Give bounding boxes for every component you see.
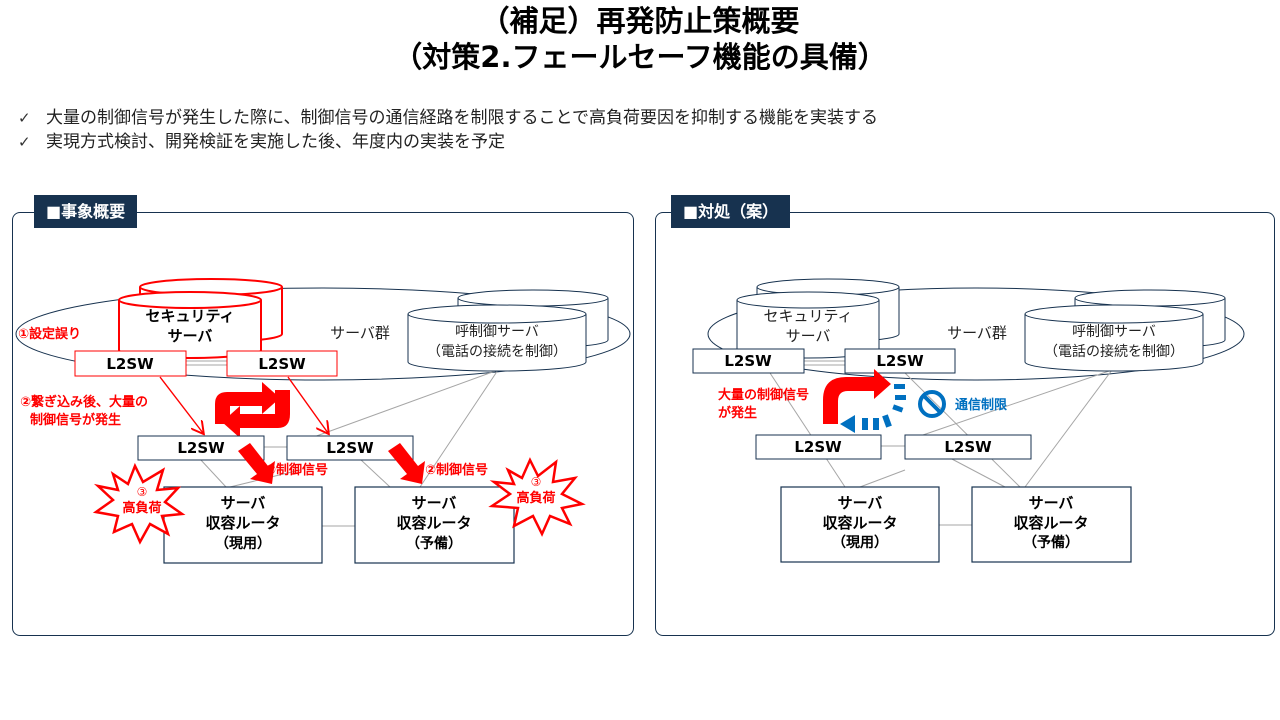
annotation-burst-line2: が発生 [718,405,757,421]
annotation-burst-line1: 大量の制御信号 [718,387,809,403]
security-server-sublabel: サーバ [168,327,213,345]
left-diagram: 呼制御サーバ （電話の接続を制御） サーバ群 セキュリティ サーバ L2SW L… [15,278,631,564]
loop-arrow-icon [215,382,290,438]
security-server-label: セキュリティ [763,307,852,325]
server-group-ellipse [707,287,1245,381]
signal-arrow-left [238,443,275,484]
l2sw-top-right-box [844,348,956,374]
call-control-server-sublabel: （電話の接続を制御） [1044,343,1184,360]
router-active-box [780,486,940,563]
burst-right-label: 高負荷 [516,490,555,506]
router-active-line3: （現用） [832,535,888,551]
bullet-text: 実現方式検討、開発検証を実施した後、年度内の実装を予定 [46,132,505,152]
l2sw-bottom-left-label: L2SW [177,439,225,457]
router-standby-box [354,486,515,564]
incident-overview-tab: ■事象概要 [34,195,138,228]
l2sw-top-right-box [226,350,338,377]
router-active-line2: 収容ルータ [822,514,897,532]
l2sw-top-right-label: L2SW [876,352,924,370]
signal-arrow-right [388,443,425,484]
bullet-text: 大量の制御信号が発生した際に、制御信号の通信経路を制限することで高負荷要因を抑制… [46,108,878,128]
security-server: セキュリティ サーバ [118,278,283,359]
bullet-item: ✓ 実現方式検討、開発検証を実施した後、年度内の実装を予定 [18,130,878,154]
no-entry-icon [918,390,946,418]
router-standby-line2: 収容ルータ [1013,514,1088,532]
call-control-server-sublabel: （電話の接続を制御） [427,343,567,360]
server-group-ellipse [15,287,631,381]
connection-lines [769,360,1113,526]
server-group-label: サーバ群 [330,324,390,342]
router-standby-box [971,486,1132,563]
connection-lines [186,360,499,527]
annotation-loop-line2: 制御信号が発生 [30,412,121,428]
router-standby-line1: サーバ [412,494,457,512]
server-group-label: サーバ群 [947,324,1007,342]
high-load-burst-left: ③ 高負荷 [92,462,186,545]
burst-signal-arrow-icon [823,369,891,424]
router-standby-line3: （予備） [1023,534,1079,551]
bullet-list: ✓ 大量の制御信号が発生した際に、制御信号の通信経路を制限することで高負荷要因を… [18,106,878,154]
l2sw-top-left-label: L2SW [724,352,772,370]
router-active-box [163,486,323,564]
countermeasure-panel [655,212,1275,636]
router-active-line2: 収容ルータ [205,514,280,532]
high-load-burst-right: ③ 高負荷 [488,457,586,537]
call-control-server: 呼制御サーバ （電話の接続を制御） [1024,289,1226,372]
annotation-loop-line1: ②繋ぎ込み後、大量の [20,394,148,410]
l2sw-bottom-right-label: L2SW [944,438,992,456]
check-icon: ✓ [18,109,31,127]
l2sw-bottom-right-box [904,434,1032,460]
check-icon: ✓ [18,133,31,151]
call-control-server-label: 呼制御サーバ [455,324,539,340]
right-diagram: 呼制御サーバ （電話の接続を制御） サーバ群 セキュリティ サーバ L2SW L… [692,278,1245,563]
l2sw-top-left-box [692,348,805,374]
annotation-signal-right: ②制御信号 [425,462,488,478]
burst-right-number: ③ [531,475,542,489]
router-standby-line1: サーバ [1029,494,1074,512]
red-arrow-left [159,376,203,433]
l2sw-bottom-right-box [286,435,414,461]
call-control-server-label: 呼制御サーバ [1072,324,1156,340]
l2sw-bottom-left-box [755,434,882,460]
annotation-misconfig: ①設定誤り [18,326,81,342]
security-server: セキュリティ サーバ [736,278,900,359]
router-active-line1: サーバ [838,494,883,512]
annotation-signal-left: ②制御信号 [265,462,328,478]
l2sw-bottom-right-label: L2SW [326,439,374,457]
burst-left-label: 高負荷 [122,500,161,516]
bullet-item: ✓ 大量の制御信号が発生した際に、制御信号の通信経路を制限することで高負荷要因を… [18,106,878,130]
l2sw-bottom-left-label: L2SW [794,438,842,456]
router-standby-line2: 収容ルータ [396,514,471,532]
restricted-signal-arrow-icon [840,384,906,433]
security-server-label: セキュリティ [145,307,234,325]
router-active-line3: （現用） [215,536,271,552]
call-control-server: 呼制御サーバ （電話の接続を制御） [407,289,609,372]
annotation-restrict: 通信制限 [955,397,1008,413]
page-title-line2: （対策2.フェールセーフ機能の具備） [393,40,887,74]
red-arrow-right [287,376,328,433]
countermeasure-tab: ■対処（案） [671,195,791,228]
security-server-sublabel: サーバ [786,327,831,345]
l2sw-top-left-label: L2SW [106,355,154,373]
burst-left-number: ③ [137,485,148,499]
l2sw-top-left-box [74,350,187,377]
router-active-line1: サーバ [221,494,266,512]
page-title-line1: （補足）再発防止策概要 [480,4,800,38]
l2sw-top-right-label: L2SW [258,355,306,373]
router-standby-line3: （予備） [406,535,462,552]
